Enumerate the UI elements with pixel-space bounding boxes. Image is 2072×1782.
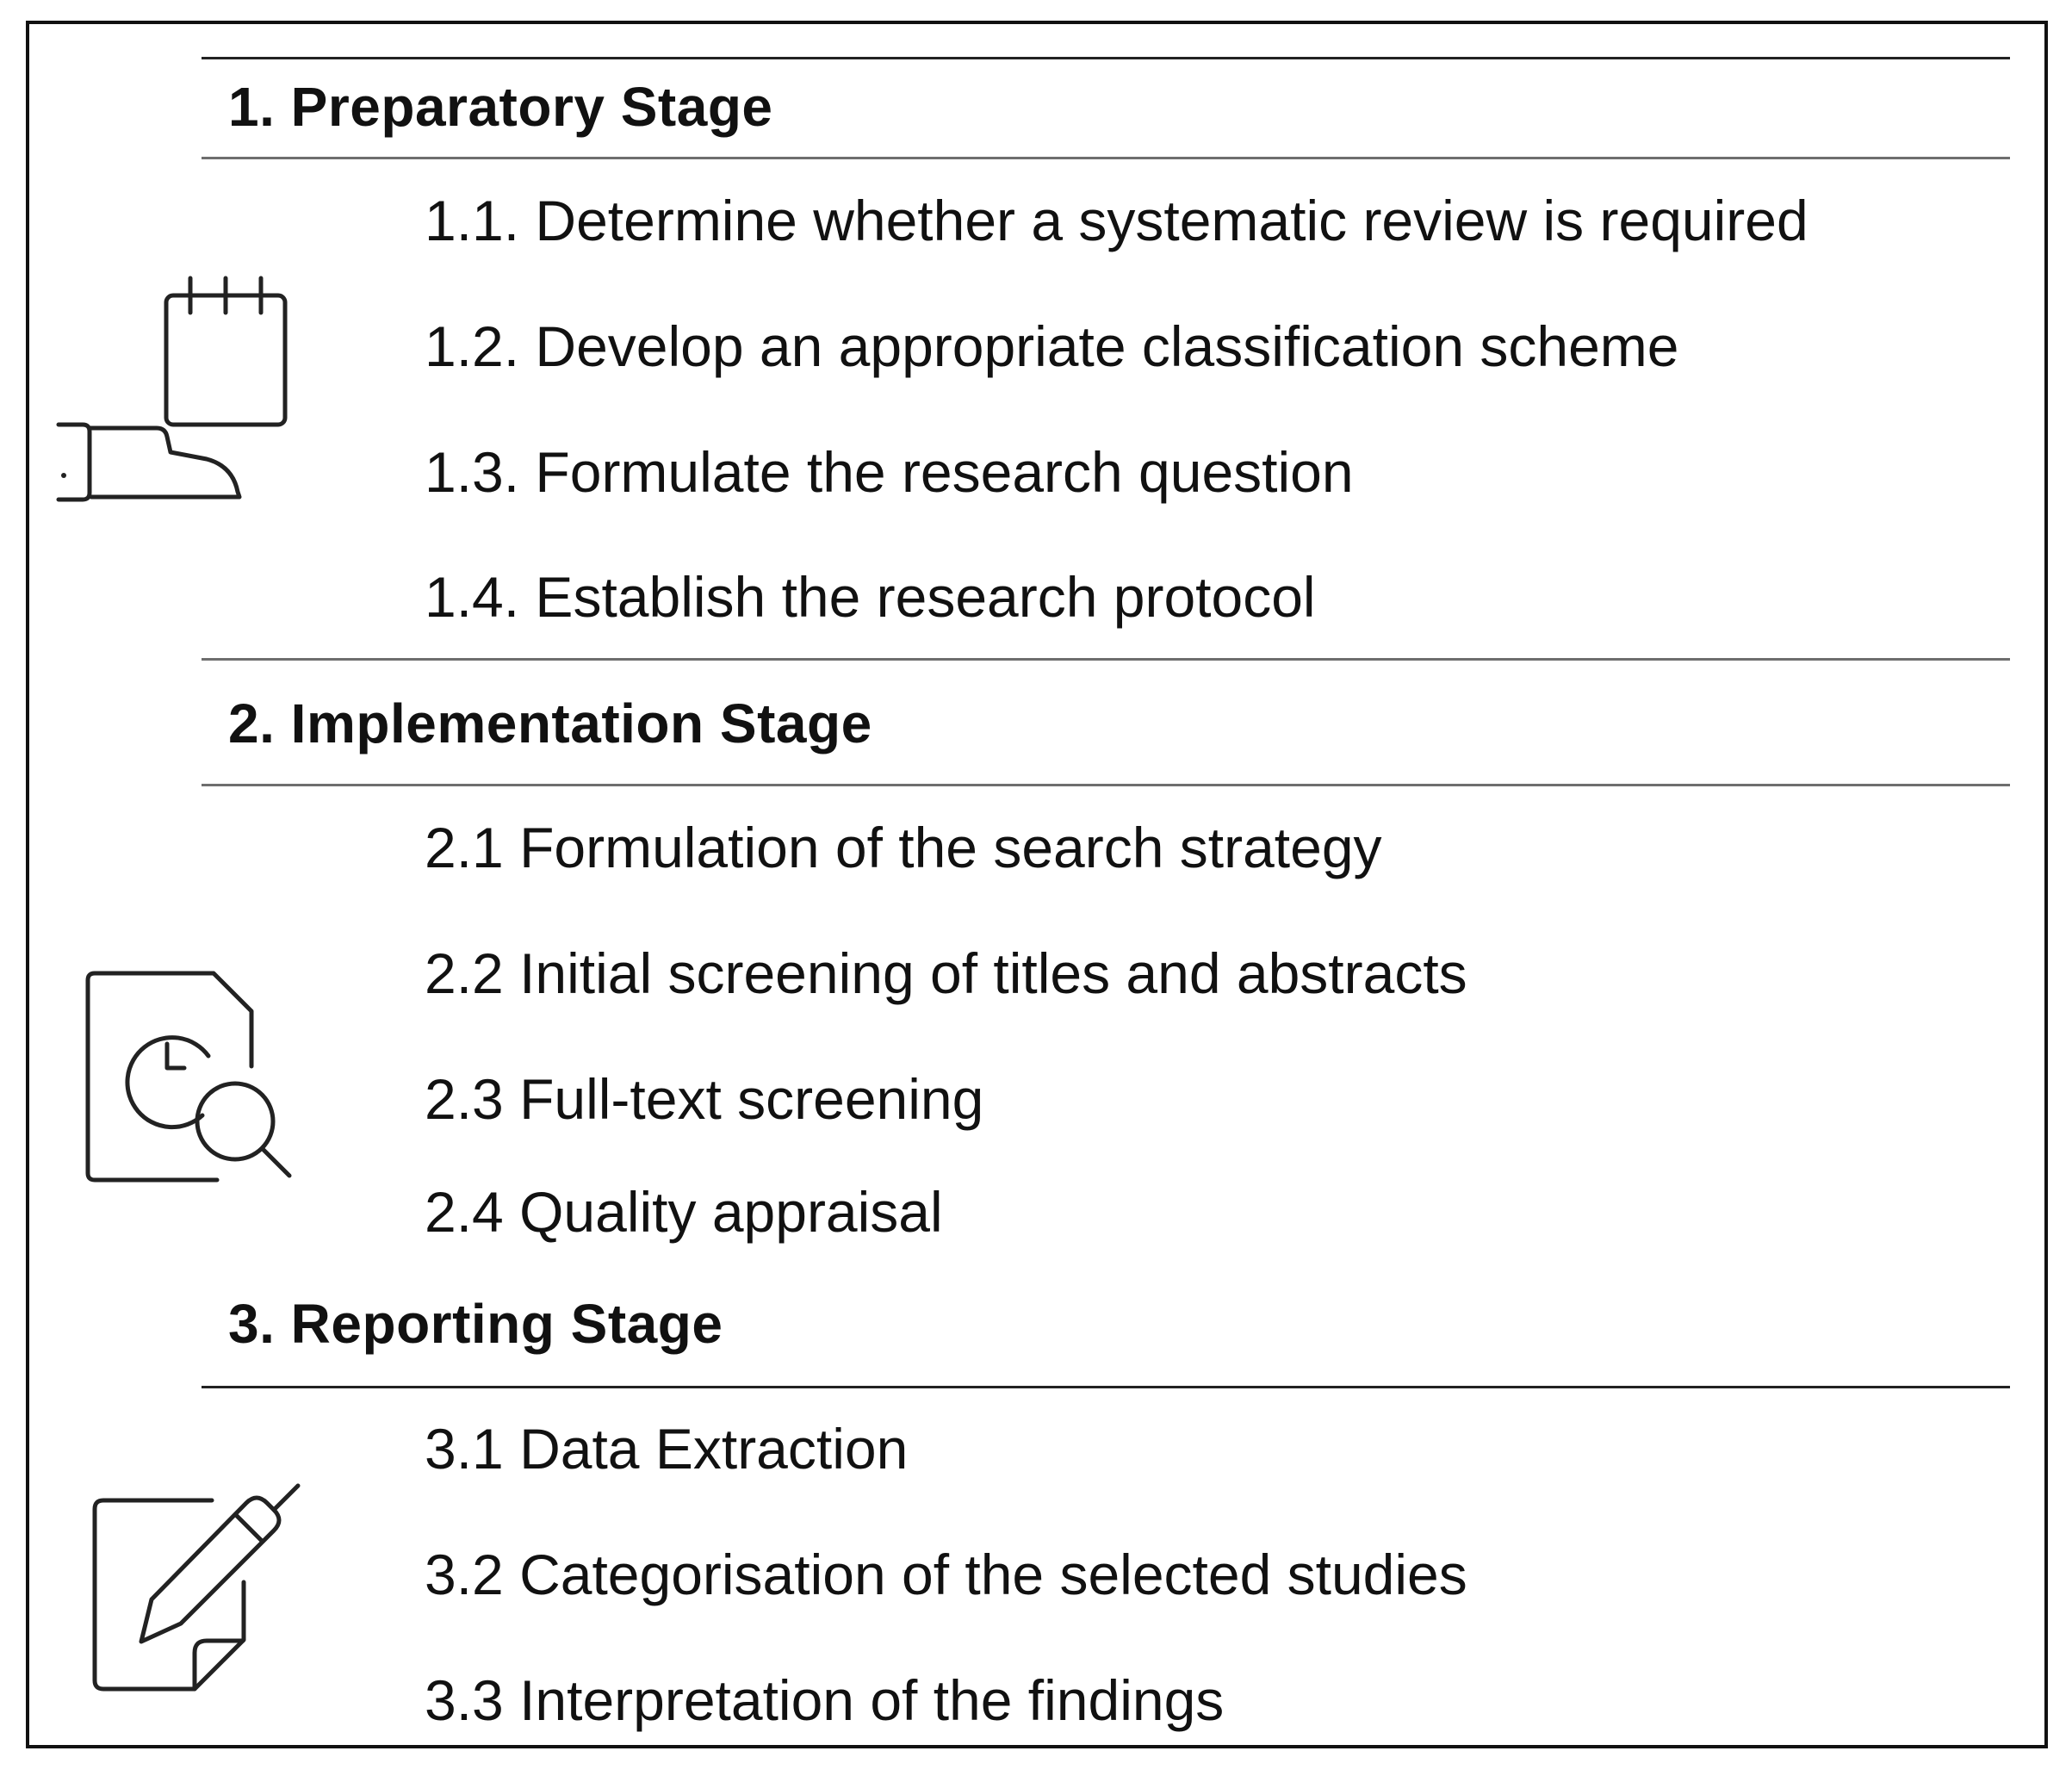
document-clock-search-icon [78, 965, 301, 1197]
stage-3-title: 3. Reporting Stage [228, 1293, 723, 1355]
stage-3-divider [202, 1386, 2010, 1388]
stage-2-title: 2. Implementation Stage [228, 692, 872, 754]
step-3-2: 3.2 Categorisation of the selected studi… [425, 1543, 1467, 1606]
stage-2-divider [202, 784, 2010, 786]
step-2-2: 2.2 Initial screening of titles and abst… [425, 941, 1467, 1005]
step-3-3: 3.3 Interpretation of the findings [425, 1668, 1225, 1732]
top-rule [202, 57, 2010, 59]
stage-2-top-rule [202, 658, 2010, 661]
stage-1-title: 1. Preparatory Stage [228, 76, 773, 138]
document-pen-icon [84, 1477, 317, 1701]
diagram-frame [26, 21, 2048, 1748]
step-1-4: 1.4. Establish the research protocol [425, 565, 1316, 629]
notepad-hand-icon [52, 271, 310, 512]
step-2-3: 2.3 Full-text screening [425, 1067, 984, 1131]
step-2-1: 2.1 Formulation of the search strategy [425, 816, 1382, 879]
step-1-3: 1.3. Formulate the research question [425, 440, 1354, 504]
step-1-1: 1.1. Determine whether a systematic revi… [425, 189, 1808, 252]
step-3-1: 3.1 Data Extraction [425, 1417, 909, 1481]
step-1-2: 1.2. Develop an appropriate classificati… [425, 314, 1679, 378]
step-2-4: 2.4 Quality appraisal [425, 1180, 943, 1244]
stage-1-divider [202, 157, 2010, 159]
